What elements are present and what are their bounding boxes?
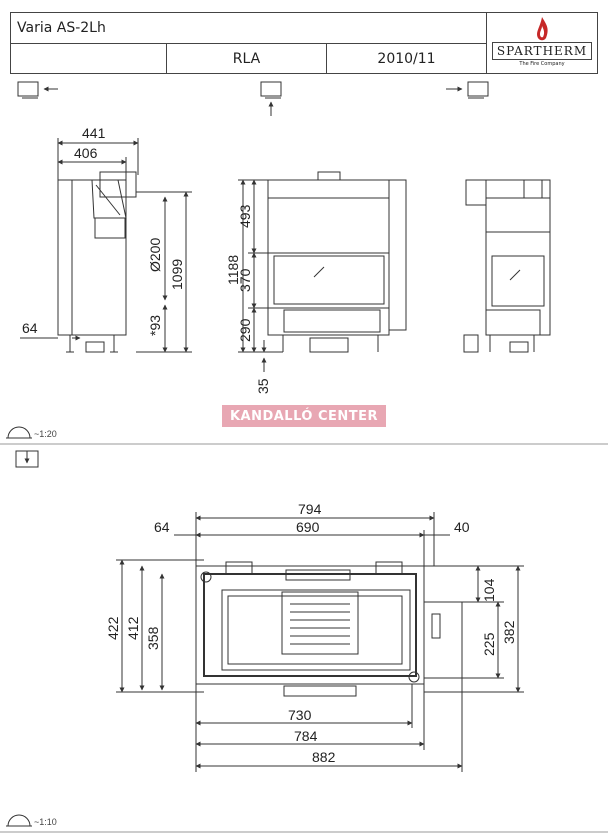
dim-784: 784 (294, 728, 318, 744)
dim-406: 406 (74, 145, 98, 161)
dim-358: 358 (145, 626, 161, 650)
front-view (267, 171, 407, 353)
dim-422: 422 (105, 616, 121, 640)
view-bottom-icon (15, 450, 39, 468)
model-name: Varia AS-2Lh (11, 13, 487, 44)
dim-370: 370 (237, 268, 253, 292)
view-front-icon (260, 81, 282, 116)
view-right-icon (446, 81, 489, 99)
side-view-left (57, 171, 137, 353)
variant-label: RLA (167, 44, 327, 74)
scale-icon-top (6, 426, 32, 439)
dim-382: 382 (501, 620, 517, 644)
side-view-right (463, 179, 551, 353)
title-block: Varia AS-2Lh RLA 2010/11 SPARTHERM The F… (10, 12, 598, 74)
flame-icon (537, 17, 548, 41)
brand-name: SPARTHERM (491, 42, 593, 60)
dim-690: 690 (296, 519, 320, 535)
view-left-icon (17, 81, 58, 99)
plan-view (195, 561, 463, 697)
dim-441: 441 (82, 125, 106, 141)
dim-290: 290 (237, 318, 253, 342)
scale-label-top: ~1:20 (34, 429, 57, 439)
dim-64-side: 64 (22, 320, 38, 336)
watermark: KANDALLÓ CENTER (222, 405, 386, 427)
dim-493: 493 (237, 204, 253, 228)
brand-logo: SPARTHERM The Fire Company (487, 13, 597, 73)
scale-label-bottom: ~1:10 (34, 817, 57, 827)
dim-412: 412 (125, 616, 141, 640)
dim-200: Ø200 (147, 238, 163, 272)
dim-1188: 1188 (225, 255, 241, 285)
dim-40: 40 (454, 519, 470, 535)
scale-icon-bottom (6, 814, 32, 827)
dim-730: 730 (288, 707, 312, 723)
dim-1099: 1099 (169, 259, 185, 290)
dim-104: 104 (481, 578, 497, 602)
dim-35: 35 (255, 378, 271, 394)
date-label: 2010/11 (327, 44, 487, 74)
title-empty-cell (11, 44, 167, 74)
dim-93: *93 (147, 315, 163, 336)
brand-tagline: The Fire Company (519, 61, 565, 67)
dim-225: 225 (481, 632, 497, 656)
dim-64-plan: 64 (154, 519, 170, 535)
dim-882: 882 (312, 749, 336, 765)
dim-794: 794 (298, 501, 322, 517)
